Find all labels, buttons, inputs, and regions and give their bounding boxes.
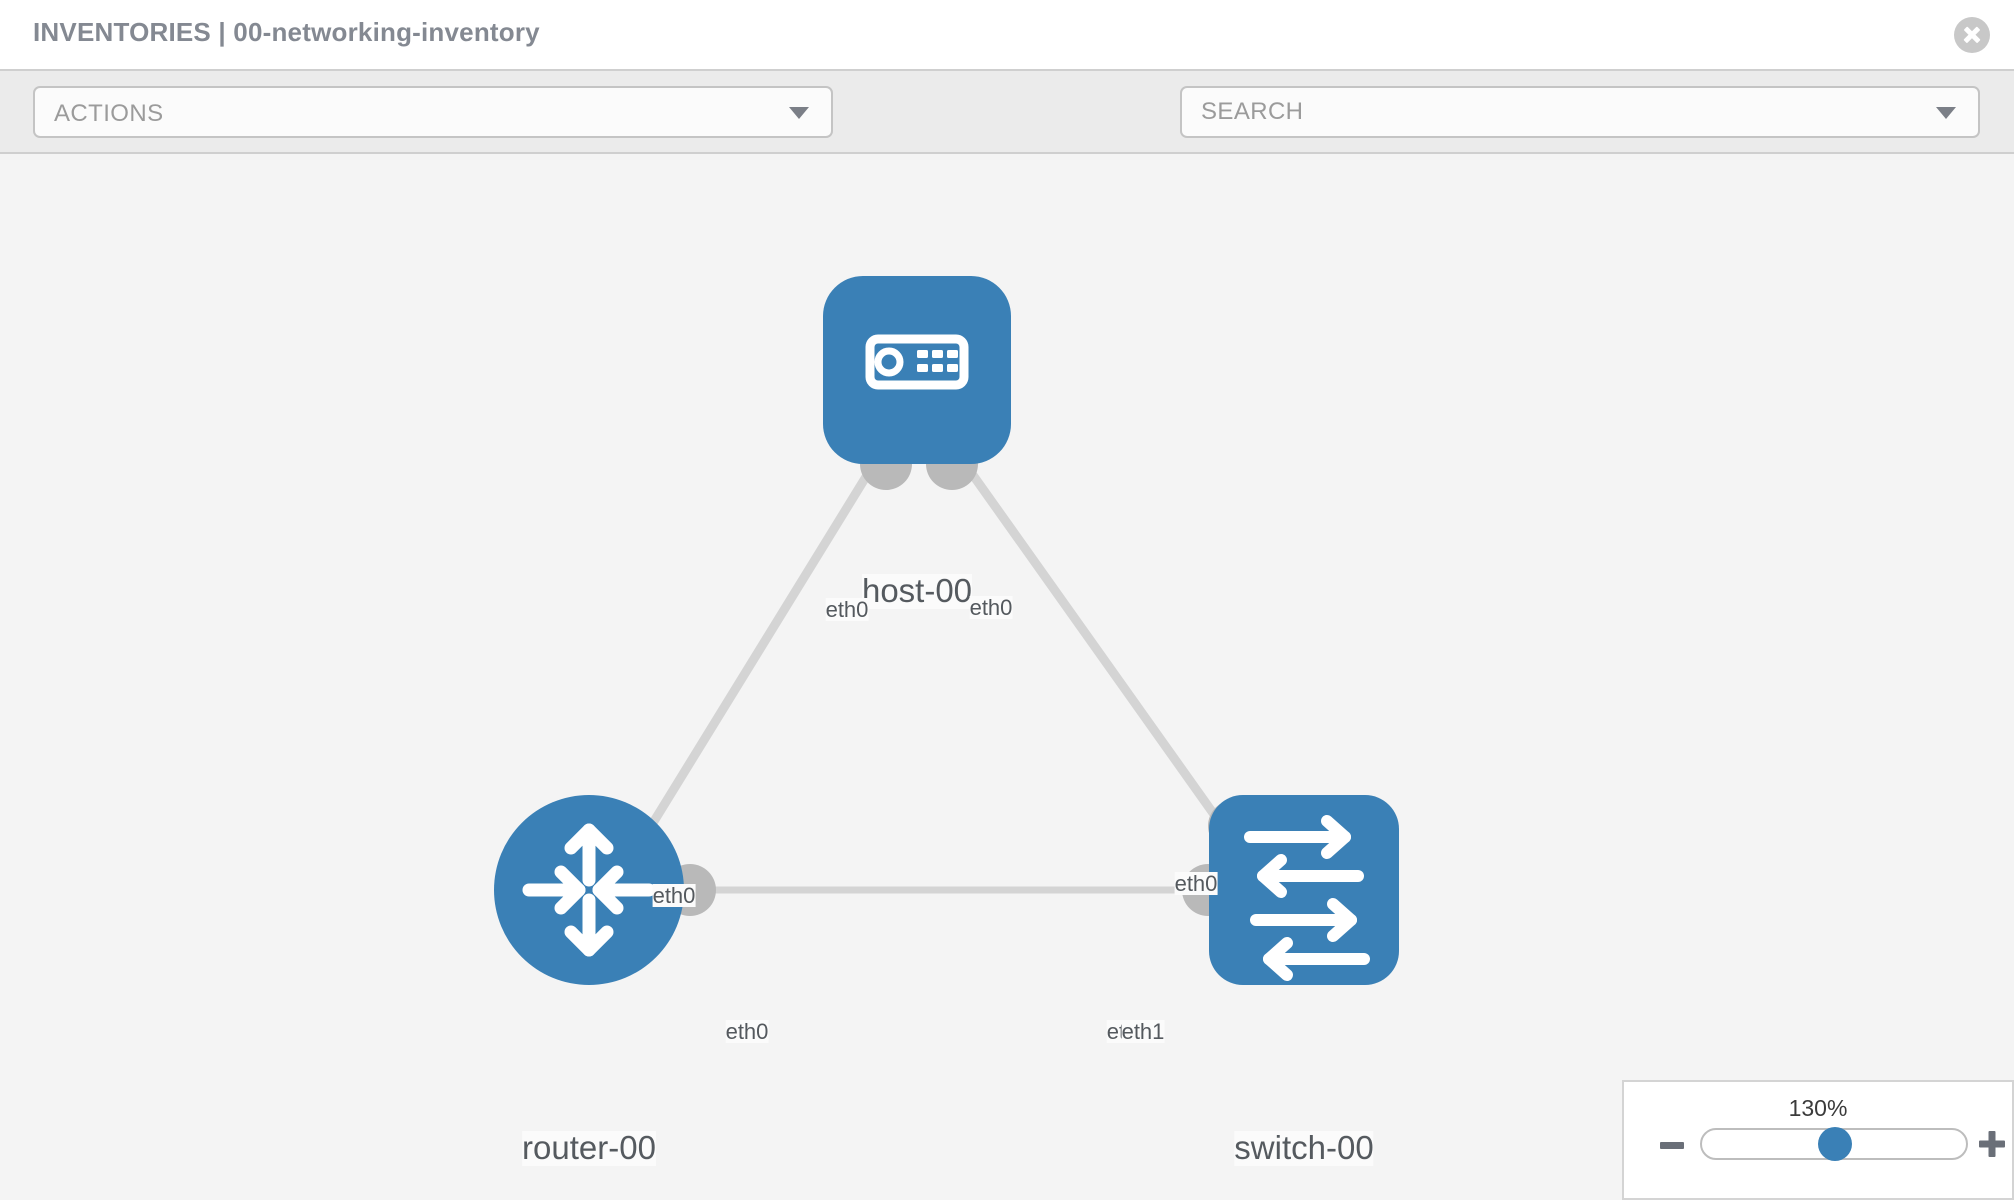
- chevron-down-icon[interactable]: [789, 107, 809, 119]
- topology-graph: [494, 276, 1399, 985]
- port-label-switch-up: eth0: [1174, 871, 1218, 896]
- link-host-switch: [954, 451, 1239, 847]
- server-icon: [865, 334, 969, 390]
- zoom-control-panel: 130%: [1622, 1080, 2014, 1200]
- node-label-router: router-00: [522, 1129, 656, 1166]
- link-host-router: [636, 451, 884, 847]
- chevron-down-icon[interactable]: [1936, 107, 1956, 119]
- actions-dropdown[interactable]: ACTIONS: [33, 86, 833, 138]
- port-label-host-left: eth0: [825, 597, 869, 622]
- minus-icon[interactable]: [1660, 1142, 1684, 1149]
- zoom-slider[interactable]: [1700, 1127, 1968, 1161]
- topology-ports: [664, 438, 1260, 916]
- zoom-slider-thumb[interactable]: [1818, 1127, 1853, 1161]
- search-input[interactable]: [1182, 88, 1978, 136]
- node-host-00: [823, 276, 1011, 464]
- port-label-switch-left: eth1: [1121, 1019, 1165, 1044]
- port-label-host-right: eth0: [969, 595, 1013, 620]
- port-label-router-right: eth0: [725, 1019, 769, 1044]
- port-label-router-up: eth0: [652, 883, 696, 908]
- switch-arrows-icon: [1244, 815, 1370, 981]
- plus-icon[interactable]: [1979, 1131, 2005, 1157]
- topology-links: [636, 451, 1239, 894]
- zoom-percent-label: 130%: [1788, 1095, 1848, 1121]
- topology-canvas[interactable]: host-00 router-00 switch-00 eth0 eth0 et…: [0, 154, 2014, 1200]
- node-label-host: host-00: [861, 572, 973, 609]
- node-switch-00: [1209, 795, 1399, 985]
- page-title: INVENTORIES | 00-networking-inventory: [33, 17, 540, 47]
- toolbar: ACTIONS: [0, 69, 2014, 201]
- actions-dropdown-label: ACTIONS: [54, 100, 164, 127]
- search-field[interactable]: [1180, 86, 1980, 138]
- node-label-switch: switch-00: [1234, 1129, 1374, 1166]
- node-router-00: [494, 795, 684, 985]
- router-arrows-icon: [522, 823, 656, 957]
- close-icon[interactable]: [1954, 17, 1990, 53]
- page-header: INVENTORIES | 00-networking-inventory: [0, 0, 2014, 69]
